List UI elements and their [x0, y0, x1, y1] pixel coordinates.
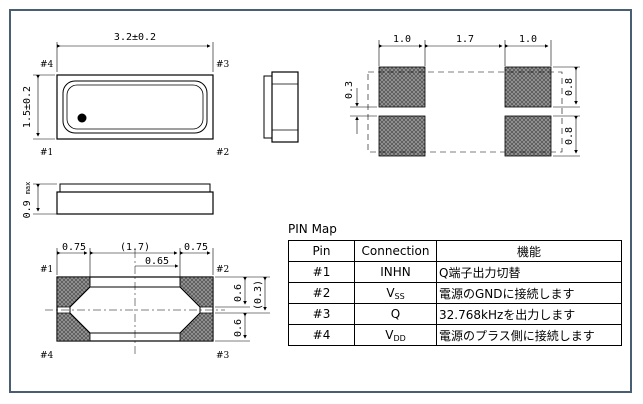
bottom-gap-dim: (0.3) [253, 280, 264, 310]
header-function: 機能 [436, 240, 622, 262]
pin-map-header-row: Pin Connection 機能 [288, 240, 622, 262]
top-pin1-label: #1 [40, 148, 53, 158]
connection-cell: VDD [354, 324, 437, 346]
bottom-pad-4 [56, 312, 91, 342]
pin1-marker-dot [77, 113, 87, 123]
top-view: 3.2±0.2 1.5±0.2 #4 #3 #1 #2 [22, 32, 230, 158]
pad-width-left-dim: 1.0 [393, 34, 411, 45]
top-pin3-label: #3 [216, 60, 230, 70]
pin-cell: #1 [288, 261, 355, 283]
pin-map-title: PIN Map [288, 222, 337, 236]
pad-vgap-dim: 0.3 [344, 81, 355, 99]
bottom-pad-bottom-dim: 0.6 [233, 319, 244, 337]
table-row: #3 Q 32.768kHzを出力します [288, 303, 622, 325]
table-row: #1 INHN Q端子出力切替 [288, 261, 622, 283]
top-height-dim: 1.5±0.2 [22, 86, 33, 128]
land-pad-bottom-right [504, 115, 552, 157]
top-pin2-label: #2 [216, 148, 229, 158]
bottom-pin2-label: #2 [216, 265, 229, 275]
land-pattern: 1.0 1.7 1.0 0.8 0.8 0.3 [344, 34, 580, 157]
side-view: 0.9 max [22, 182, 214, 219]
top-pin4-label: #4 [40, 60, 54, 70]
table-row: #4 VDD 電源のプラス側に接続します [288, 324, 622, 346]
land-pad-bottom-left [378, 115, 426, 157]
pin-cell: #3 [288, 303, 355, 325]
bottom-pad-2 [179, 276, 214, 308]
connection-cell: Q [354, 303, 437, 325]
bottom-right-dim: 0.75 [184, 242, 208, 253]
connection-cell: VSS [354, 282, 437, 304]
header-connection: Connection [354, 240, 437, 262]
bottom-pin1-label: #1 [40, 265, 53, 275]
bottom-view: 0.75 (1.7) 0.65 0.75 0.6 0.6 (0.3) #1 #2… [40, 242, 270, 361]
land-pad-top-right [504, 66, 552, 108]
bottom-center-dim: (1.7) [120, 242, 150, 253]
bottom-pad-top-dim: 0.6 [233, 284, 244, 302]
pin-map-table: Pin Connection 機能 #1 INHN Q端子出力切替 #2 VSS… [288, 240, 622, 346]
function-cell: Q端子出力切替 [436, 261, 622, 283]
top-width-dim: 3.2±0.2 [114, 32, 156, 43]
table-row: #2 VSS 電源のGNDに接続します [288, 282, 622, 304]
pad-width-right-dim: 1.0 [519, 34, 537, 45]
pad-height-top-dim: 0.8 [564, 78, 575, 96]
end-view [263, 71, 299, 143]
pin-cell: #4 [288, 324, 355, 346]
function-cell: 32.768kHzを出力します [436, 303, 622, 325]
bottom-left-dim: 0.75 [62, 242, 86, 253]
pad-gap-dim: 1.7 [456, 34, 474, 45]
land-pad-top-left [378, 66, 426, 108]
pin-cell: #2 [288, 282, 355, 304]
function-cell: 電源のGNDに接続します [436, 282, 622, 304]
function-cell: 電源のプラス側に接続します [436, 324, 622, 346]
side-height-dim: 0.9 max [22, 182, 33, 219]
bottom-pin3-label: #3 [216, 351, 230, 361]
pad-height-bottom-dim: 0.8 [564, 127, 575, 145]
connection-cell: INHN [354, 261, 437, 283]
bottom-inner-dim: 0.65 [145, 256, 169, 267]
header-pin: Pin [288, 240, 355, 262]
bottom-pin4-label: #4 [40, 351, 54, 361]
